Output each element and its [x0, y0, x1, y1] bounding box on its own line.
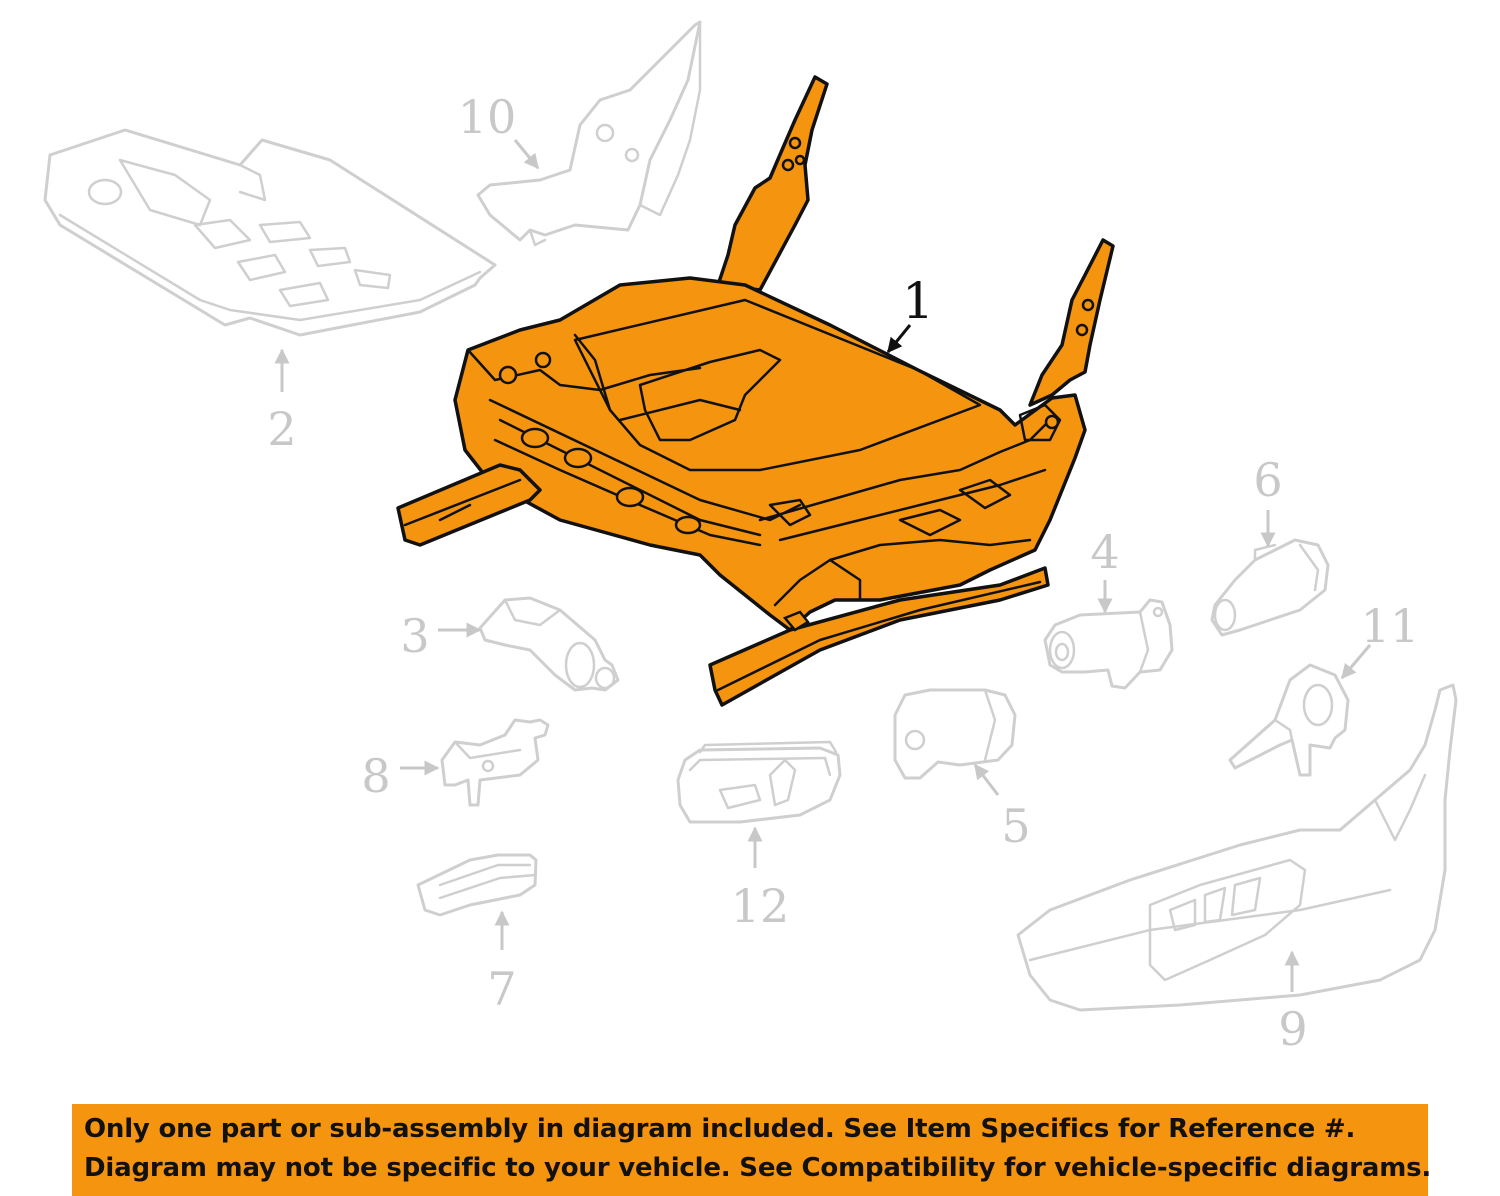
callout-6: 6 — [1253, 453, 1282, 507]
part-11-bracket — [1228, 663, 1350, 777]
callout-9: 9 — [1278, 1002, 1307, 1056]
part-1-seat-frame — [396, 75, 1115, 707]
callout-10: 10 — [458, 90, 517, 144]
callout-11: 11 — [1361, 599, 1420, 653]
callout-1: 1 — [902, 272, 934, 330]
callout-4: 4 — [1090, 525, 1119, 579]
parts-diagram: 1 2 3 4 5 6 7 8 9 10 11 12 — [43, 20, 1458, 1056]
callout-2: 2 — [267, 402, 296, 456]
part-3-motor — [478, 596, 620, 692]
part-9-side-shield — [1016, 683, 1458, 1012]
leader-lines — [274, 139, 1372, 992]
part-4-motor — [1043, 598, 1174, 690]
callout-5: 5 — [1001, 799, 1030, 853]
callout-3: 3 — [400, 609, 429, 663]
part-7-clip — [416, 853, 538, 917]
callout-labels: 1 2 3 4 5 6 7 8 9 10 11 12 — [267, 90, 1419, 1056]
part-6-motor — [1210, 538, 1330, 637]
part-2-cushion-pan — [43, 128, 497, 337]
disclaimer-banner: Only one part or sub-assembly in diagram… — [72, 1104, 1432, 1196]
disclaimer-line-2: Diagram may not be specific to your vehi… — [84, 1153, 1432, 1183]
disclaimer-line-1: Only one part or sub-assembly in diagram… — [84, 1114, 1356, 1144]
part-10-recliner-bracket — [476, 20, 702, 247]
part-12-switch-panel — [676, 740, 842, 824]
callout-7: 7 — [487, 962, 516, 1016]
part-8-bracket — [440, 718, 550, 807]
callout-12: 12 — [731, 879, 790, 933]
callout-8: 8 — [361, 749, 390, 803]
part-5-motor — [893, 688, 1017, 780]
